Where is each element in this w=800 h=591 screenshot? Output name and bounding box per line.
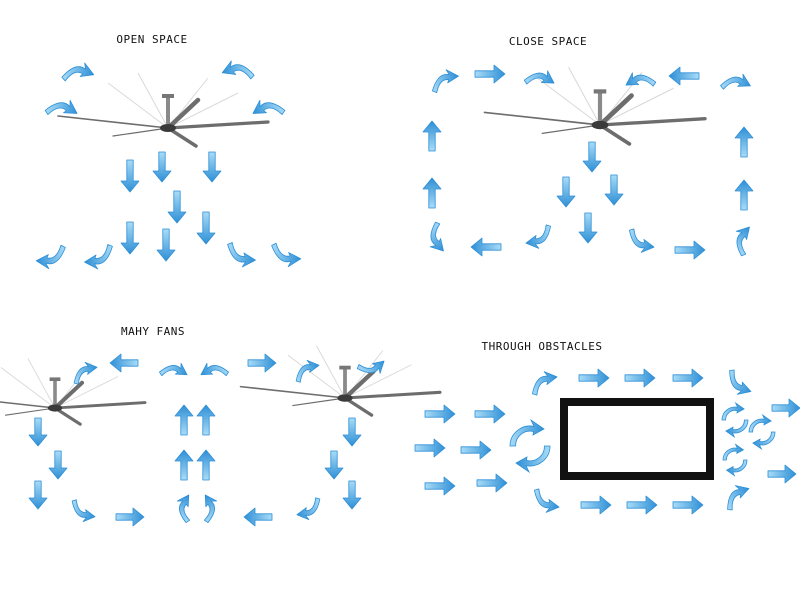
curved-airflow-arrow-icon	[628, 228, 655, 253]
curved-airflow-arrow-icon	[525, 224, 552, 249]
title-close-space: CLOSE SPACE	[508, 35, 588, 48]
title-many-fans: MAHY FANS	[120, 325, 186, 338]
airflow-arrow-icon	[767, 464, 797, 484]
curved-airflow-arrow-icon	[159, 362, 188, 377]
curved-airflow-arrow-icon	[203, 494, 218, 523]
curved-airflow-arrow-icon	[729, 369, 752, 395]
curved-airflow-arrow-icon	[727, 485, 750, 511]
airflow-arrow-icon	[582, 141, 602, 173]
airflow-arrow-icon	[174, 404, 194, 436]
airflow-arrow-icon	[156, 228, 176, 262]
airflow-arrow-icon	[202, 151, 222, 183]
airflow-arrow-icon	[422, 120, 442, 152]
curved-airflow-arrow-icon	[356, 360, 385, 374]
ceiling-fan-icon	[483, 66, 707, 146]
curved-airflow-arrow-icon	[227, 242, 256, 268]
curved-airflow-arrow-icon	[523, 70, 555, 85]
ceiling-fan-icon	[57, 72, 270, 148]
airflow-arrow-icon	[604, 174, 624, 206]
airflow-arrow-icon	[474, 64, 506, 84]
airflow-arrow-icon	[424, 476, 456, 496]
airflow-arrow-icon	[556, 176, 576, 208]
title-open-space: OPEN SPACE	[116, 33, 188, 46]
curved-airflow-arrow-icon	[73, 361, 98, 385]
curved-airflow-arrow-icon	[61, 62, 95, 82]
airflow-arrow-icon	[342, 417, 362, 447]
airflow-arrow-icon	[474, 404, 506, 424]
airflow-arrow-icon	[674, 240, 706, 260]
airflow-arrow-icon	[243, 507, 273, 527]
airflow-arrow-icon	[424, 404, 456, 424]
curved-airflow-arrow-icon	[252, 99, 286, 115]
airflow-arrow-icon	[115, 507, 145, 527]
swirl-icon	[722, 443, 748, 477]
airflow-arrow-icon	[152, 151, 172, 183]
airflow-arrow-icon	[120, 221, 140, 255]
airflow-arrow-icon	[120, 159, 140, 193]
curved-airflow-arrow-icon	[429, 221, 444, 252]
curved-airflow-arrow-icon	[84, 244, 113, 270]
airflow-arrow-icon	[48, 450, 68, 480]
curved-airflow-arrow-icon	[271, 242, 302, 268]
curved-airflow-arrow-icon	[735, 226, 750, 257]
airflow-arrow-icon	[196, 211, 216, 245]
curved-airflow-arrow-icon	[200, 362, 229, 377]
airflow-arrow-icon	[460, 440, 492, 460]
airflow-arrow-icon	[672, 495, 704, 515]
airflow-arrow-icon	[734, 179, 754, 211]
swirl-icon	[721, 401, 749, 439]
curved-airflow-arrow-icon	[176, 494, 191, 523]
obstacle-box-icon	[560, 398, 714, 480]
curved-airflow-arrow-icon	[221, 60, 255, 80]
curved-airflow-arrow-icon	[35, 244, 66, 270]
curved-airflow-arrow-icon	[533, 488, 560, 513]
obstacle-layer	[560, 398, 714, 480]
airflow-arrow-icon	[414, 438, 446, 458]
curved-airflow-arrow-icon	[295, 359, 320, 383]
airflow-arrow-icon	[174, 449, 194, 481]
airflow-arrow-icon	[28, 480, 48, 510]
curved-airflow-arrow-icon	[531, 371, 558, 396]
swirl-icon	[509, 418, 551, 474]
airflow-arrow-icon	[578, 212, 598, 244]
airflow-arrow-icon	[167, 190, 187, 224]
airflow-arrow-icon	[196, 404, 216, 436]
swirl-icon	[748, 413, 776, 451]
airflow-arrow-icon	[580, 495, 612, 515]
curved-airflow-arrow-icon	[44, 99, 78, 115]
airflow-arrow-icon	[668, 66, 700, 86]
airflow-arrow-icon	[578, 368, 610, 388]
airflow-arrow-icon	[476, 473, 508, 493]
arrows-layer	[28, 60, 800, 527]
curved-airflow-arrow-icon	[71, 499, 96, 523]
curved-airflow-arrow-icon	[625, 72, 657, 87]
airflow-arrow-icon	[470, 237, 502, 257]
ceiling-fan-icon	[0, 358, 147, 426]
airflow-arrow-icon	[672, 368, 704, 388]
airflow-arrow-icon	[624, 368, 656, 388]
airflow-arrow-icon	[196, 449, 216, 481]
airflow-arrow-icon	[324, 450, 344, 480]
ceiling-fan-icon	[239, 345, 442, 417]
curved-airflow-arrow-icon	[296, 497, 321, 521]
airflow-arrow-icon	[247, 353, 277, 373]
title-through-obstacles: THROUGH OBSTACLES	[481, 340, 603, 353]
airflow-arrow-icon	[109, 353, 139, 373]
airflow-arrow-icon	[626, 495, 658, 515]
airflow-arrow-icon	[734, 126, 754, 158]
airflow-arrow-icon	[28, 417, 48, 447]
airflow-arrow-icon	[771, 398, 800, 418]
fans-layer	[0, 66, 707, 426]
airflow-arrow-icon	[342, 480, 362, 510]
curved-airflow-arrow-icon	[720, 73, 751, 90]
curved-airflow-arrow-icon	[432, 69, 459, 93]
airflow-arrow-icon	[422, 177, 442, 209]
